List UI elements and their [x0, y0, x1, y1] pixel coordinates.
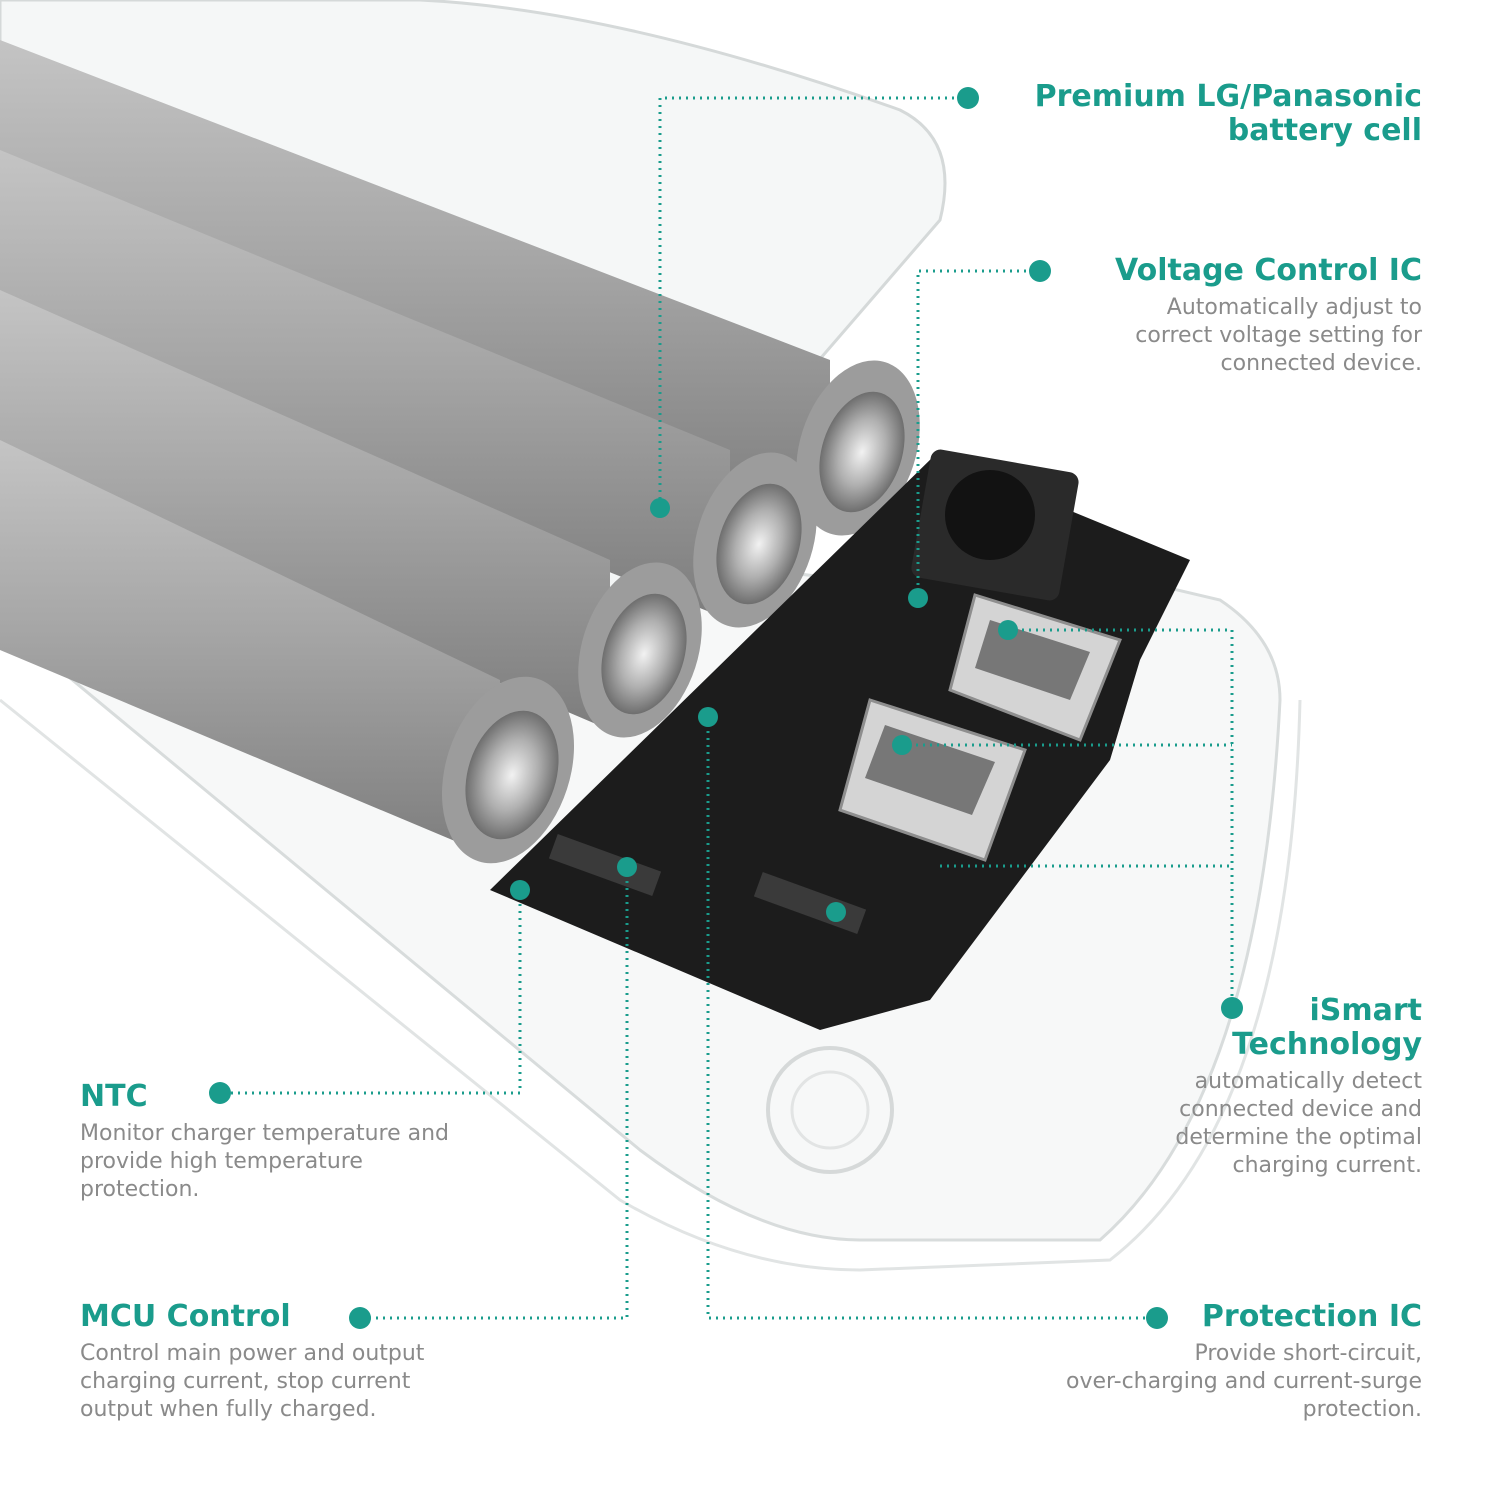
battery-cell — [0, 150, 817, 628]
protection-chip — [548, 833, 662, 897]
callout-description: Monitor charger temperature and provide … — [80, 1121, 450, 1202]
battery-cells — [0, 40, 920, 864]
callout-voltage-control: Voltage Control IC Automatically adjust … — [1115, 254, 1422, 378]
callout-title: iSmart Technology — [1232, 993, 1422, 1062]
anchor-dot — [510, 880, 530, 900]
callout-title: Protection IC — [1201, 1299, 1422, 1334]
callout-dot — [349, 1307, 371, 1329]
anchor-dot — [826, 902, 846, 922]
leader-lines — [220, 96, 1234, 1320]
anchor-dot — [908, 588, 928, 608]
callout-dot — [1221, 997, 1243, 1019]
button-ring — [766, 1046, 894, 1174]
callout-dot — [957, 87, 979, 109]
callout-dot — [209, 1082, 231, 1104]
anchor-dot — [650, 498, 670, 518]
callout-description: Control main power and output charging c… — [80, 1341, 425, 1422]
callout-mcu: MCU Control Control main power and outpu… — [80, 1300, 424, 1424]
callout-ismart: iSmart Technology automatically detect c… — [1175, 994, 1422, 1180]
anchor-dot — [892, 735, 912, 755]
callout-battery-cell: Premium LG/Panasonic battery cell — [1035, 80, 1422, 148]
callout-title: MCU Control — [80, 1299, 291, 1334]
callout-protection-ic: Protection IC Provide short-circuit, ove… — [1066, 1300, 1422, 1424]
callout-description: Automatically adjust to correct voltage … — [1135, 295, 1422, 376]
callout-dots — [209, 87, 1243, 1329]
callout-dot — [1146, 1307, 1168, 1329]
anchor-dot — [698, 707, 718, 727]
anchor-dot — [998, 620, 1018, 640]
anchor-dot — [617, 857, 637, 877]
callout-description: Provide short-circuit, over-charging and… — [1066, 1341, 1422, 1422]
callout-title: Premium LG/Panasonic battery cell — [1034, 79, 1422, 148]
battery-cell — [0, 290, 702, 738]
callout-title: NTC — [80, 1079, 148, 1114]
callout-dot — [1029, 260, 1051, 282]
battery-cell — [0, 440, 575, 864]
callout-ntc: NTC Monitor charger temperature and prov… — [80, 1080, 449, 1204]
circuit-board — [490, 449, 1190, 1030]
callout-title: Voltage Control IC — [1115, 253, 1422, 288]
usb-port — [948, 593, 1122, 742]
callout-description: automatically detect connected device an… — [1175, 1069, 1422, 1178]
